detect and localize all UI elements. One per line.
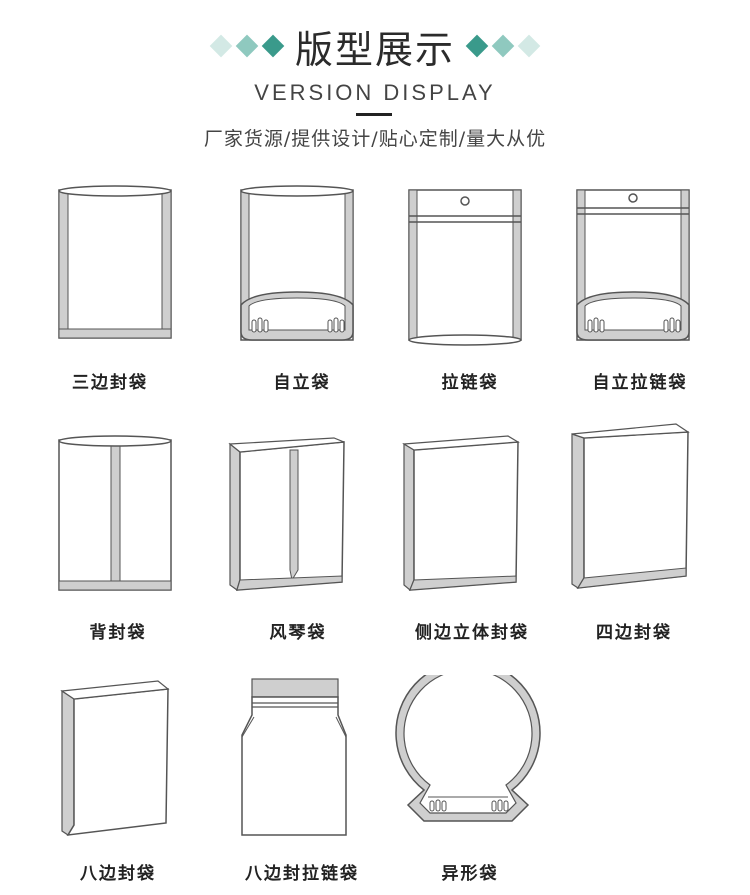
bag-item-eight-side-zipper: 八边封拉链袋 (222, 675, 382, 890)
bag-item-eight-side-seal: 八边封袋 (40, 675, 200, 890)
bag-label: 异形袋 (441, 864, 499, 884)
bag-label: 背封袋 (89, 623, 147, 643)
bag-label: 风琴袋 (269, 623, 327, 643)
eight-side-zipper-bag-icon (241, 678, 347, 836)
page-subtitle: VERSION DISPLAY (254, 80, 496, 105)
bag-item-zipper: 拉链袋 (398, 180, 558, 393)
bag-item-custom-shape: 异形袋 (388, 675, 558, 890)
bag-item-side-gusset-seal: 侧边立体封袋 (392, 430, 562, 643)
bag-label: 自立拉链袋 (592, 373, 688, 393)
zipper-bag-icon (408, 189, 522, 346)
bag-label: 拉链袋 (441, 373, 499, 393)
bag-label: 自立袋 (273, 373, 331, 393)
slogan-text: 厂家货源/提供设计/贴心定制/量大从优 (203, 128, 547, 150)
title-underline (356, 113, 392, 116)
stand-up-zipper-bag-icon (576, 189, 690, 341)
diamond-icon (465, 34, 489, 58)
bag-item-three-side-seal: 三边封袋 (30, 180, 190, 393)
bag-label: 三边封袋 (72, 373, 148, 393)
right-diamond-decoration (465, 34, 541, 58)
bag-item-stand-up-zipper: 自立拉链袋 (566, 180, 726, 393)
header-title-row: 版型展示 (0, 18, 750, 74)
diamond-icon (235, 34, 259, 58)
diamond-icon (209, 34, 233, 58)
diamond-icon (261, 34, 285, 58)
diamond-icon (517, 34, 541, 58)
bag-label: 八边封拉链袋 (245, 864, 359, 884)
bag-item-four-side-seal: 四边封袋 (560, 420, 730, 643)
bag-item-stand-up: 自立袋 (222, 180, 382, 393)
page-title: 版型展示 (294, 27, 455, 72)
diamond-icon (491, 34, 515, 58)
left-diamond-decoration (209, 34, 285, 58)
gusset-bag-icon (228, 437, 345, 591)
bag-label: 侧边立体封袋 (415, 623, 529, 643)
stand-up-bag-icon (240, 185, 354, 341)
side-gusset-seal-bag-icon (402, 435, 520, 591)
bag-item-back-seal: 背封袋 (30, 430, 190, 643)
three-side-seal-bag-icon (58, 185, 172, 339)
four-side-seal-bag-icon (571, 423, 690, 589)
eight-side-seal-bag-icon (60, 680, 170, 836)
bag-label: 四边封袋 (596, 623, 672, 643)
back-seal-bag-icon (58, 435, 172, 591)
bag-label: 八边封袋 (80, 864, 156, 884)
custom-shape-bag-icon (395, 675, 541, 822)
bag-item-gusset: 风琴袋 (210, 430, 370, 643)
